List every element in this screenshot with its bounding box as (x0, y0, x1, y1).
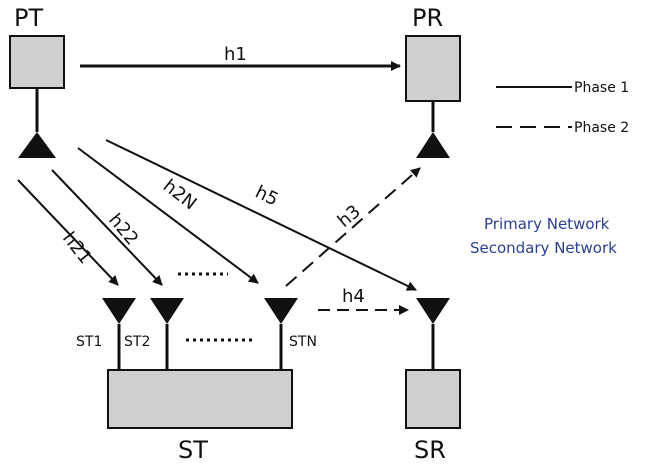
st2-antenna-icon (150, 298, 184, 324)
pr-antenna-icon (416, 132, 450, 158)
h2n-label: h2N (159, 175, 201, 214)
stn-label: STN (289, 334, 317, 350)
h4-label: h4 (342, 286, 365, 307)
pr-label: PR (412, 4, 443, 32)
st-box (107, 369, 293, 429)
stn-antenna-icon (264, 298, 298, 324)
h22-arrow (51, 169, 163, 286)
h3-label: h3 (334, 201, 365, 232)
pt-label: PT (14, 4, 43, 32)
st1-label: ST1 (76, 334, 102, 350)
sr-antenna-icon (416, 298, 450, 324)
h2n-arrow (77, 147, 259, 284)
h22-label: h22 (104, 210, 142, 250)
h21-arrow (17, 179, 119, 286)
h1-label: h1 (224, 44, 247, 65)
legend-phase1-label: Phase 1 (574, 80, 629, 96)
sr-box (405, 369, 461, 429)
h5-label: h5 (252, 182, 282, 211)
primary-network-label: Primary Network (484, 215, 610, 233)
st1-antenna-icon (102, 298, 136, 324)
h5-arrow (105, 139, 417, 291)
pr-box (405, 35, 461, 102)
sr-label: SR (414, 436, 446, 464)
st-label: ST (178, 436, 208, 464)
h21-label: h21 (58, 228, 96, 268)
h3-arrow (285, 167, 421, 287)
secondary-network-label: Secondary Network (470, 239, 617, 257)
st2-label: ST2 (124, 334, 150, 350)
pt-antenna-icon (18, 132, 56, 158)
legend-phase2-label: Phase 2 (574, 120, 629, 136)
pt-box (9, 35, 65, 89)
